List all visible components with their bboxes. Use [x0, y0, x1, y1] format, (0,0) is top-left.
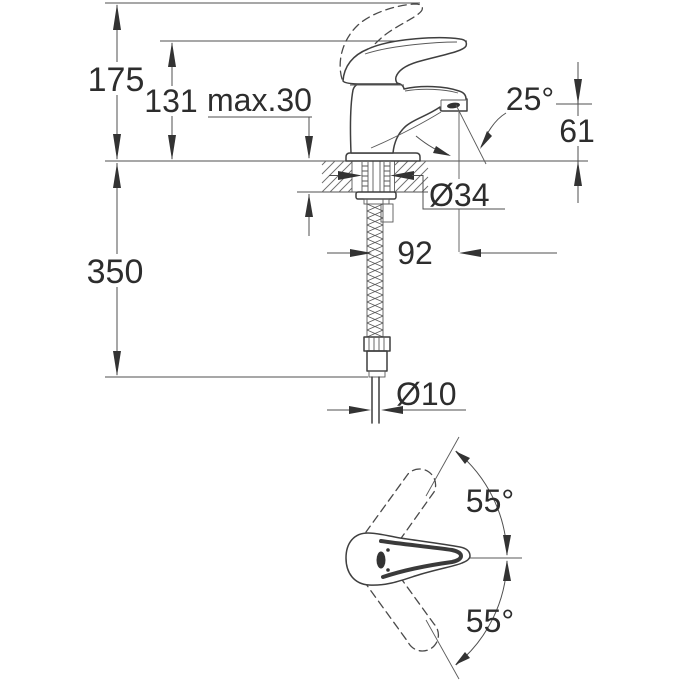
hose-edges [366, 199, 384, 337]
arrow-175-down [113, 134, 121, 160]
faucet-handle [342, 37, 468, 85]
faucet-body [342, 37, 468, 162]
arrow-350-down [113, 351, 121, 376]
swing-down-extension-line [425, 619, 460, 680]
shank-walls [361, 155, 391, 192]
dim-total-height: 175 [88, 61, 145, 99]
faucet-base-plate [345, 152, 421, 162]
supply-hose [363, 199, 391, 424]
arrow-max30-up [305, 194, 313, 217]
hose-end-tube [371, 376, 380, 424]
dim-d10-group: Ø10 [327, 376, 466, 414]
dim-swing-angle-down: 55° [466, 603, 514, 639]
swing-up-extension-line [425, 436, 460, 497]
dim-outlet-projection: 92 [397, 235, 433, 271]
dim-outlet-height: 61 [559, 113, 595, 149]
mounting-nut-flange [355, 191, 397, 200]
connector-ribbed-nut [363, 336, 391, 352]
handle-inner-line [364, 41, 458, 55]
aerator-seam [440, 99, 466, 110]
handle-top-view [345, 532, 471, 586]
arrow-61-up [574, 161, 582, 186]
arrow-131-down [168, 135, 176, 160]
dim-hose-length: 350 [87, 253, 144, 291]
arrow-350-up [113, 163, 121, 188]
dim-base-diameter: Ø34 [429, 177, 489, 213]
dim-61-group: 61 [556, 62, 596, 203]
arrow-d10-right [349, 406, 371, 414]
arrow-arc-to-center-top [503, 535, 511, 556]
body-reflection-line [370, 111, 442, 149]
arrow-131-up [168, 42, 176, 67]
handle-top-outline [345, 532, 471, 586]
counter-hatch-left [321, 160, 353, 193]
dim-spray-angle: 25° [506, 81, 554, 117]
spray-direction-line [455, 104, 487, 165]
dim-92-group: 92 [327, 235, 557, 271]
handle-top-rim [379, 539, 464, 579]
shank-side-fitting [380, 203, 394, 223]
connector-step [368, 370, 386, 378]
handle-swing-up-dashed [365, 468, 437, 552]
max30-leader-lines [208, 116, 312, 236]
top-view: 55° 55° [345, 436, 522, 680]
dim-hose-diameter: Ø10 [396, 376, 456, 412]
spray-angle-annotation: 25° [415, 81, 554, 252]
handle-indicator-mark [376, 551, 386, 569]
arrow-d34-right [338, 171, 362, 180]
dim-spout-tip-height: 131 [144, 83, 197, 119]
dim-d34-group: Ø34 [329, 171, 505, 213]
arrow-d34-left [390, 171, 414, 180]
connector-body [366, 350, 388, 372]
arrow-arc-bottom [455, 652, 470, 665]
hose-collar [363, 198, 390, 205]
front-view: 25° 175 131 max.30 [87, 2, 596, 424]
dim-350-group: 350 [87, 163, 144, 376]
dim-swing-angle-up: 55° [466, 483, 514, 519]
dim-max-mounting-thickness: max.30 [207, 82, 312, 118]
arrow-d10-left [381, 406, 403, 414]
handle-swing-down-dashed [365, 565, 440, 652]
reference-lines [105, 2, 588, 378]
dim-131-group: 131 [144, 42, 198, 160]
faucet-body-outline [349, 82, 468, 154]
mounting-shank [355, 155, 397, 223]
spray-leader-arrowhead [480, 131, 492, 149]
label-mask-350 [87, 254, 144, 287]
arrow-92-left [459, 249, 481, 257]
handle-dot-bottom [386, 568, 390, 572]
label-mask-175 [90, 62, 143, 95]
arrow-arc-to-center-bottom [503, 560, 511, 581]
hose-braid-texture [366, 203, 384, 338]
shank-threads [362, 165, 390, 187]
arrow-61-down [574, 79, 582, 104]
d34-leader [412, 175, 505, 210]
handle-dot-top [386, 548, 390, 552]
hose-connector [363, 336, 391, 378]
arrow-arc-top [455, 451, 470, 464]
arrow-max30-down [305, 136, 313, 159]
label-mask-61 [559, 116, 596, 146]
spout-inner-edge [404, 88, 459, 94]
arrow-175-up [113, 4, 121, 30]
dim-175-group: 175 [88, 4, 145, 160]
spray-arc-arrowhead [433, 146, 451, 156]
label-mask-131 [146, 86, 198, 116]
connector-ribs [368, 337, 385, 351]
dim-max30-group: max.30 [207, 82, 313, 236]
arrow-92-right [350, 249, 372, 257]
